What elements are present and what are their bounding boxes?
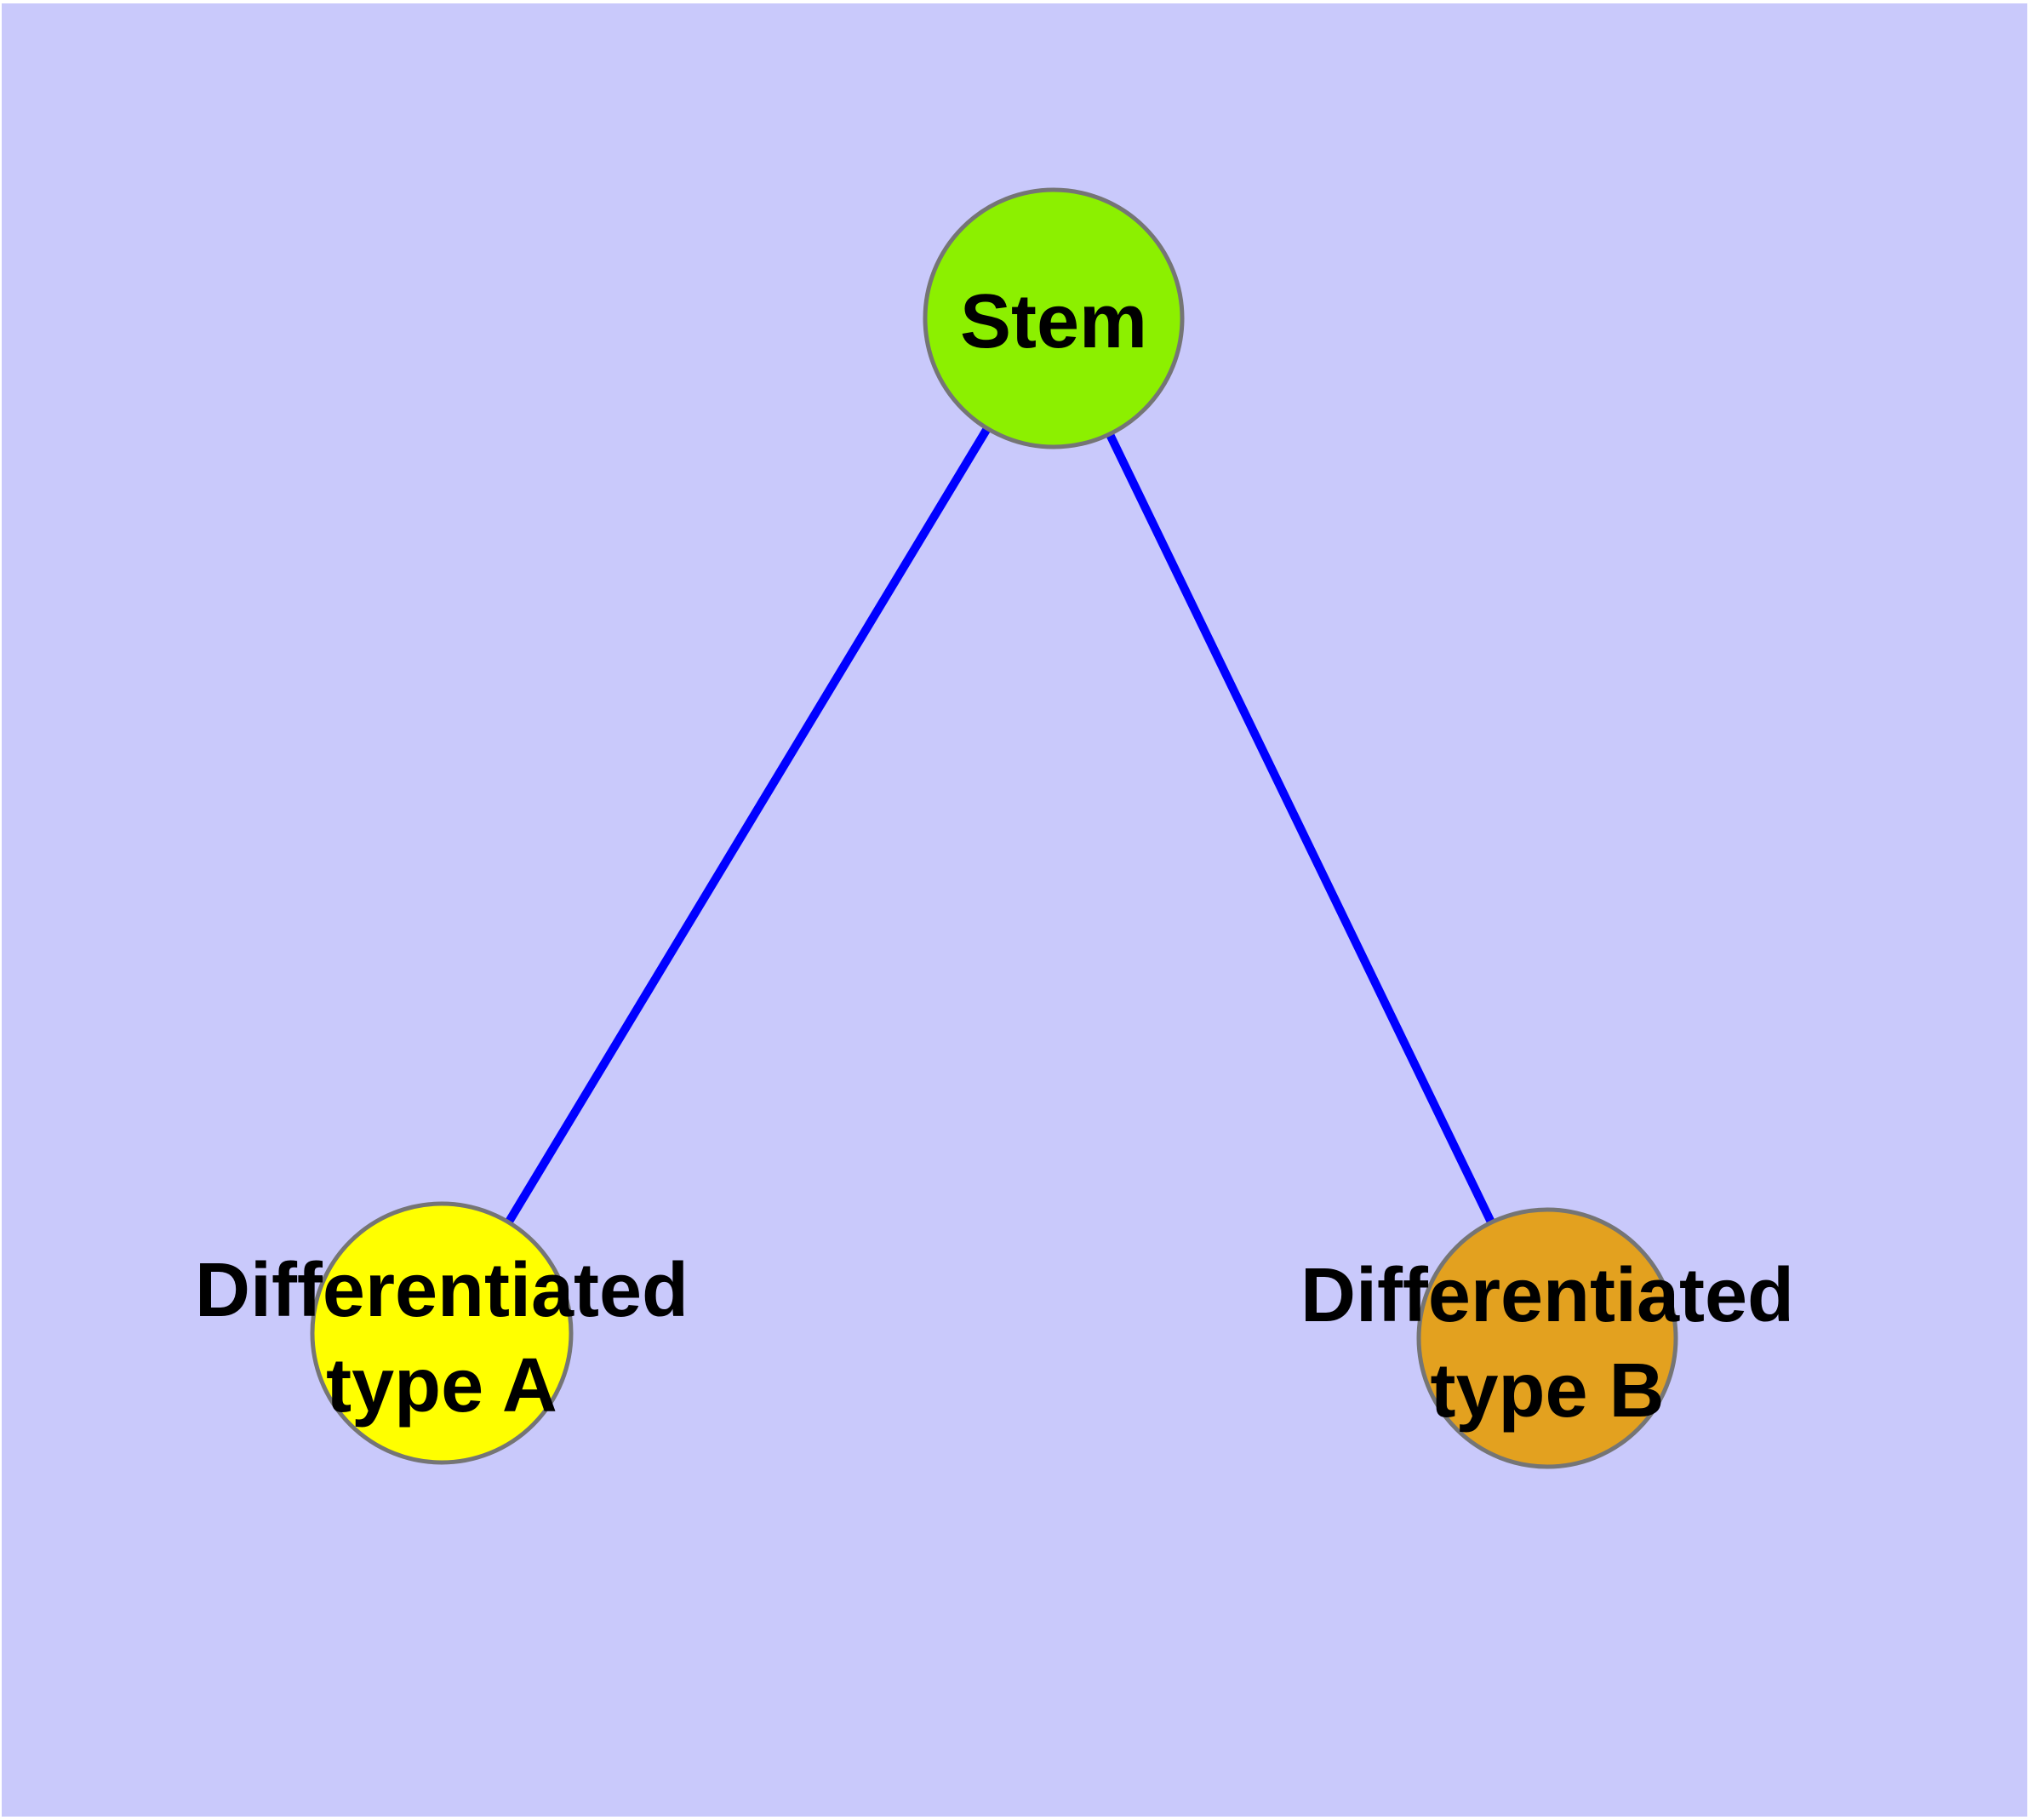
edge-stem-to-differentiated-type-a <box>437 316 1058 1336</box>
edges-layer <box>437 316 1552 1341</box>
edge-stem-to-differentiated-type-b <box>1049 316 1552 1341</box>
node-differentiated-type-b-circle <box>1416 1207 1678 1469</box>
node-stem-circle <box>923 187 1185 449</box>
node-stem-label: Stem <box>960 279 1147 364</box>
node-stem: Stem <box>923 187 1185 449</box>
node-differentiated-type-a-circle <box>310 1201 574 1465</box>
